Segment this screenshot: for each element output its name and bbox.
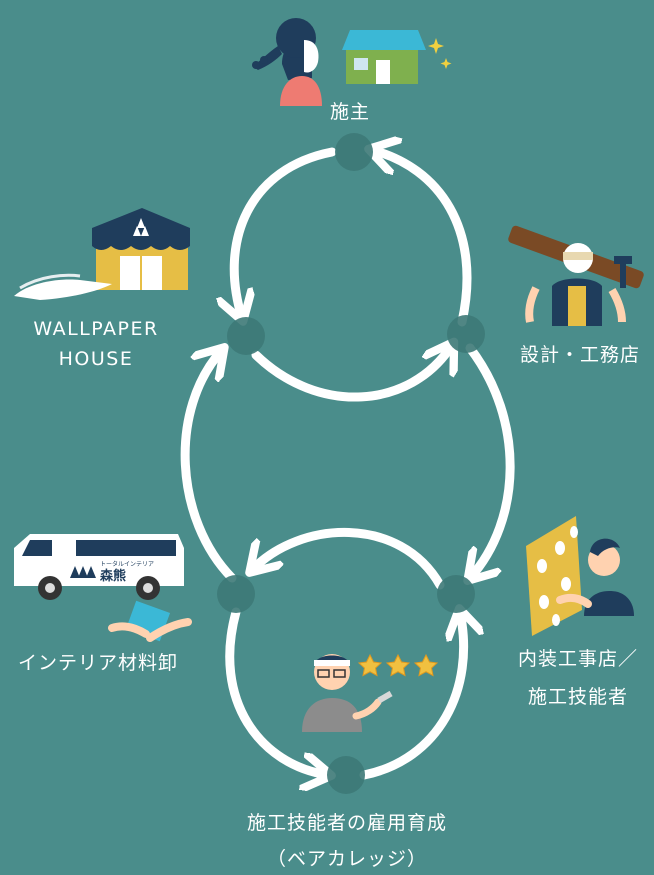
- wallpaper-line2: HOUSE: [58, 348, 134, 371]
- node-contractor: [447, 315, 485, 353]
- interior-line2: 施工技能者: [527, 686, 628, 709]
- sparkle-icon: [428, 38, 452, 69]
- contractor-label-text: 設計・工務店: [520, 344, 641, 366]
- node-wallpaper: [227, 317, 265, 355]
- arrow-wholesale-to-training: [225, 607, 328, 775]
- wholesale-label-text: インテリア材料卸: [18, 652, 179, 674]
- interior-line1: 内装工事店／: [517, 648, 638, 670]
- skilled-worker-icon: [302, 654, 393, 732]
- house-icon: [342, 30, 426, 84]
- delivery-van-icon: トータルインテリア 森熊: [14, 534, 184, 600]
- arrow-contractor-to-interior: [470, 343, 515, 578]
- arrow-training-to-interior: [359, 612, 464, 780]
- node-training: [327, 756, 365, 794]
- arrow-client-to-wallpaper: [234, 147, 337, 318]
- label-client: 施主: [330, 97, 370, 127]
- label-interior: 内装工事店／ 施工技能者: [508, 644, 648, 713]
- arrow-wallpaper-to-contractor: [251, 345, 452, 402]
- van-logo-small: トータルインテリア: [100, 560, 154, 568]
- interior-worker-icon: [526, 516, 634, 636]
- label-training: 施工技能者の雇用育成 （ベアカレッジ）: [227, 808, 467, 875]
- client-label-text: 施主: [330, 101, 371, 123]
- node-interior: [437, 575, 475, 613]
- arrow-interior-to-wholesale: [252, 528, 445, 590]
- handshake-icon: [108, 600, 192, 642]
- contractor-carpenter-icon: [508, 225, 644, 326]
- wallpaper-store-icon: [92, 208, 190, 290]
- training-line1: 施工技能者の雇用育成: [246, 812, 447, 834]
- wallpaper-line1: WALLPAPER: [33, 318, 159, 340]
- node-client: [335, 133, 373, 171]
- training-line2: （ベアカレッジ）: [266, 848, 427, 871]
- client-woman-icon: [252, 18, 322, 106]
- arrow-contractor-to-client: [372, 150, 472, 327]
- three-stars-icon: [357, 653, 439, 677]
- label-contractor: 設計・工務店: [520, 340, 640, 370]
- label-wallpaper-house: WALLPAPER HOUSE: [22, 314, 170, 375]
- node-wholesale: [217, 575, 255, 613]
- van-logo-name: 森熊: [100, 568, 126, 584]
- wallpaper-rolls-icon: [14, 273, 112, 300]
- arrow-wholesale-to-wallpaper: [180, 350, 237, 583]
- label-wholesale: インテリア材料卸: [18, 648, 178, 678]
